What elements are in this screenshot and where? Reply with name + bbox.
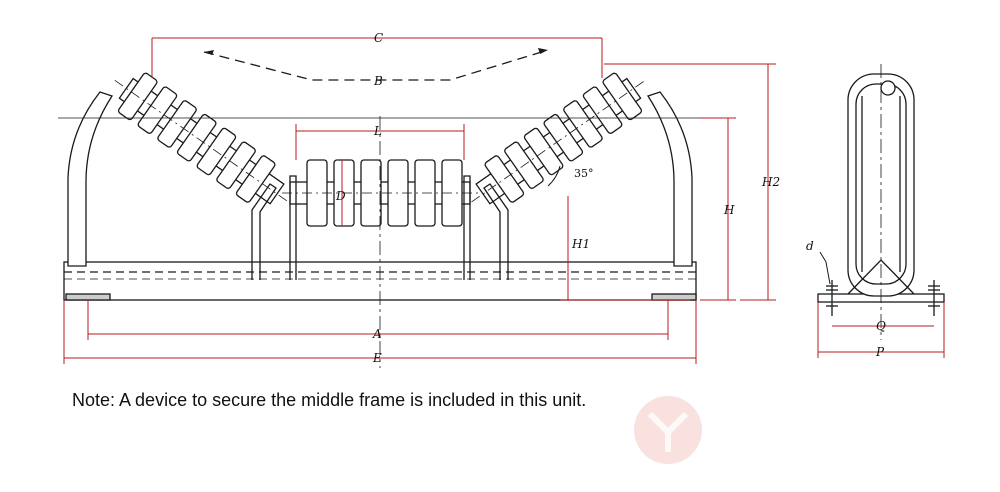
front-dimensions [63, 37, 776, 364]
watermark-logo [634, 396, 702, 464]
bolt-right [928, 280, 940, 316]
middle-support-left-2 [289, 175, 297, 280]
note-text: Note: A device to secure the middle fram… [72, 390, 587, 410]
middle-support-left [251, 183, 277, 280]
dim-label-h: H [723, 203, 735, 217]
front-view [58, 49, 702, 368]
belt-trough-line [203, 49, 549, 81]
dim-label-h2: H2 [761, 175, 780, 189]
side-view [817, 64, 945, 340]
dim-label-a: A [372, 327, 382, 341]
dim-label-l: L [373, 124, 382, 138]
dim-label-d-roller: D [335, 189, 346, 203]
bolt-left [826, 280, 838, 316]
base-foot-left [65, 293, 111, 301]
right-bracket [646, 91, 693, 267]
middle-support-right [483, 183, 509, 280]
side-mount-hole [880, 80, 896, 96]
left-bracket [67, 91, 114, 267]
dim-label-e: E [372, 351, 382, 365]
dim-label-p: P [875, 345, 885, 359]
base-foot-right [651, 293, 697, 301]
dim-label-b: B [373, 74, 383, 88]
dim-label-c: C [374, 31, 383, 45]
side-dimensions [817, 251, 945, 358]
left-wing-roller [114, 72, 289, 205]
dim-label-h1: H1 [571, 237, 590, 251]
dim-label-d-bolt: d [806, 239, 814, 253]
middle-support-right-2 [463, 175, 471, 280]
angle-label: 35° [574, 167, 594, 180]
right-wing-roller [471, 72, 646, 205]
dim-label-q: Q [876, 319, 886, 333]
arrowheads [204, 48, 548, 55]
